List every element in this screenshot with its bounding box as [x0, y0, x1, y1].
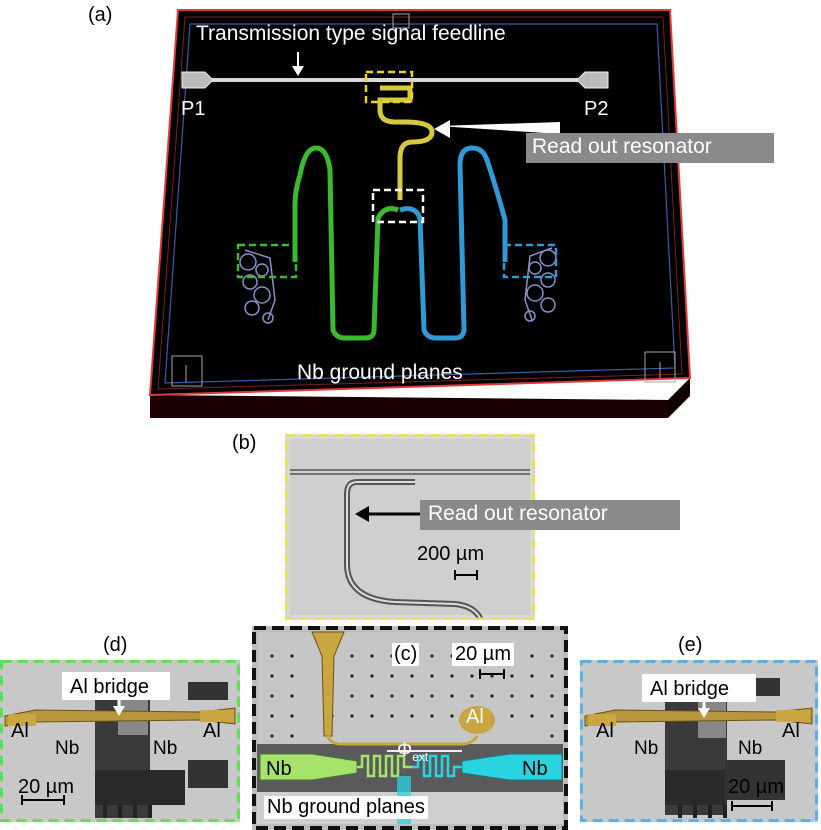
scale-label-b: 200 µm	[417, 543, 485, 565]
nb-left-d: Nb	[55, 738, 80, 759]
panel-e-label: (e)	[678, 634, 703, 656]
al-right-d: Al	[203, 720, 221, 742]
white-highlight-box	[371, 188, 425, 224]
green-frame-d	[0, 660, 240, 822]
resonator-label-b: Read out resonator	[428, 502, 608, 525]
black-frame-c	[252, 626, 568, 830]
corner-marker-bl	[171, 355, 203, 387]
nb-left-c: Nb	[266, 758, 292, 780]
corner-marker-br	[644, 351, 676, 383]
resonator-arrow	[438, 122, 560, 134]
nb-right-e: Nb	[738, 738, 763, 759]
blue-frame-e	[580, 660, 818, 822]
flux-subscript: ext	[412, 749, 429, 764]
chip-side-face	[668, 378, 690, 418]
panel-d-micrograph	[0, 660, 240, 822]
port-p1-pad	[181, 71, 214, 89]
panel-b-micrograph	[285, 434, 535, 620]
coupler-trace-c	[311, 631, 345, 737]
flux-label-c: Φext	[397, 740, 428, 764]
nb-electrode-left	[259, 753, 358, 781]
port-p2-pad	[576, 71, 609, 89]
blue-highlight-box	[502, 243, 558, 279]
panel-b-label: (b)	[232, 432, 257, 454]
ground-label-a: Nb ground planes	[297, 361, 463, 384]
panel-d-label: (d)	[103, 634, 128, 656]
resonator-label-bg-b-ext	[535, 500, 680, 530]
port-p2-label: P2	[584, 98, 609, 120]
nb-right-c: Nb	[522, 758, 548, 780]
resonator-label-bg-b	[420, 500, 535, 530]
panel-c-label: (c)	[392, 643, 420, 666]
green-qubit-resonator	[292, 145, 399, 341]
port-p1-label: P1	[181, 98, 206, 120]
al-right-e: Al	[782, 720, 800, 742]
scale-label-d: 20 µm	[18, 776, 74, 798]
bridge-label-e: Al bridge	[650, 678, 729, 700]
panel-e-micrograph	[580, 660, 818, 822]
nb-electrode-right	[461, 753, 563, 781]
al-pad-c	[459, 706, 495, 734]
resonator-label-a: Read out resonator	[532, 135, 712, 158]
scale-label-e: 20 µm	[728, 776, 784, 798]
ground-label-c: Nb ground planes	[264, 796, 428, 819]
blue-meander-c	[412, 754, 462, 778]
al-label-c: Al	[466, 706, 484, 728]
scale-label-c: 20 µm	[452, 643, 514, 666]
readout-resonator-path	[377, 85, 435, 200]
bridge-label-d: Al bridge	[70, 676, 149, 698]
flux-symbol: Φ	[397, 740, 413, 761]
panel-a-label: (a)	[88, 4, 113, 26]
corner-marker-top	[392, 13, 410, 29]
panel-a-chip-diagram	[148, 9, 774, 418]
green-highlight-box	[236, 243, 298, 279]
yellow-highlight-box	[364, 70, 414, 104]
blue-qubit-resonator	[399, 145, 508, 341]
al-left-e: Al	[596, 720, 614, 742]
chip-top-face	[148, 9, 692, 397]
nb-left-e: Nb	[634, 738, 659, 759]
al-left-d: Al	[11, 720, 29, 742]
feedline-title: Transmission type signal feedline	[196, 22, 506, 45]
chip-border-inner	[157, 16, 683, 390]
nb-right-d: Nb	[153, 738, 178, 759]
resonator-label-bg	[526, 133, 774, 163]
green-meander-c	[357, 754, 412, 778]
chip-front-face	[150, 395, 668, 418]
